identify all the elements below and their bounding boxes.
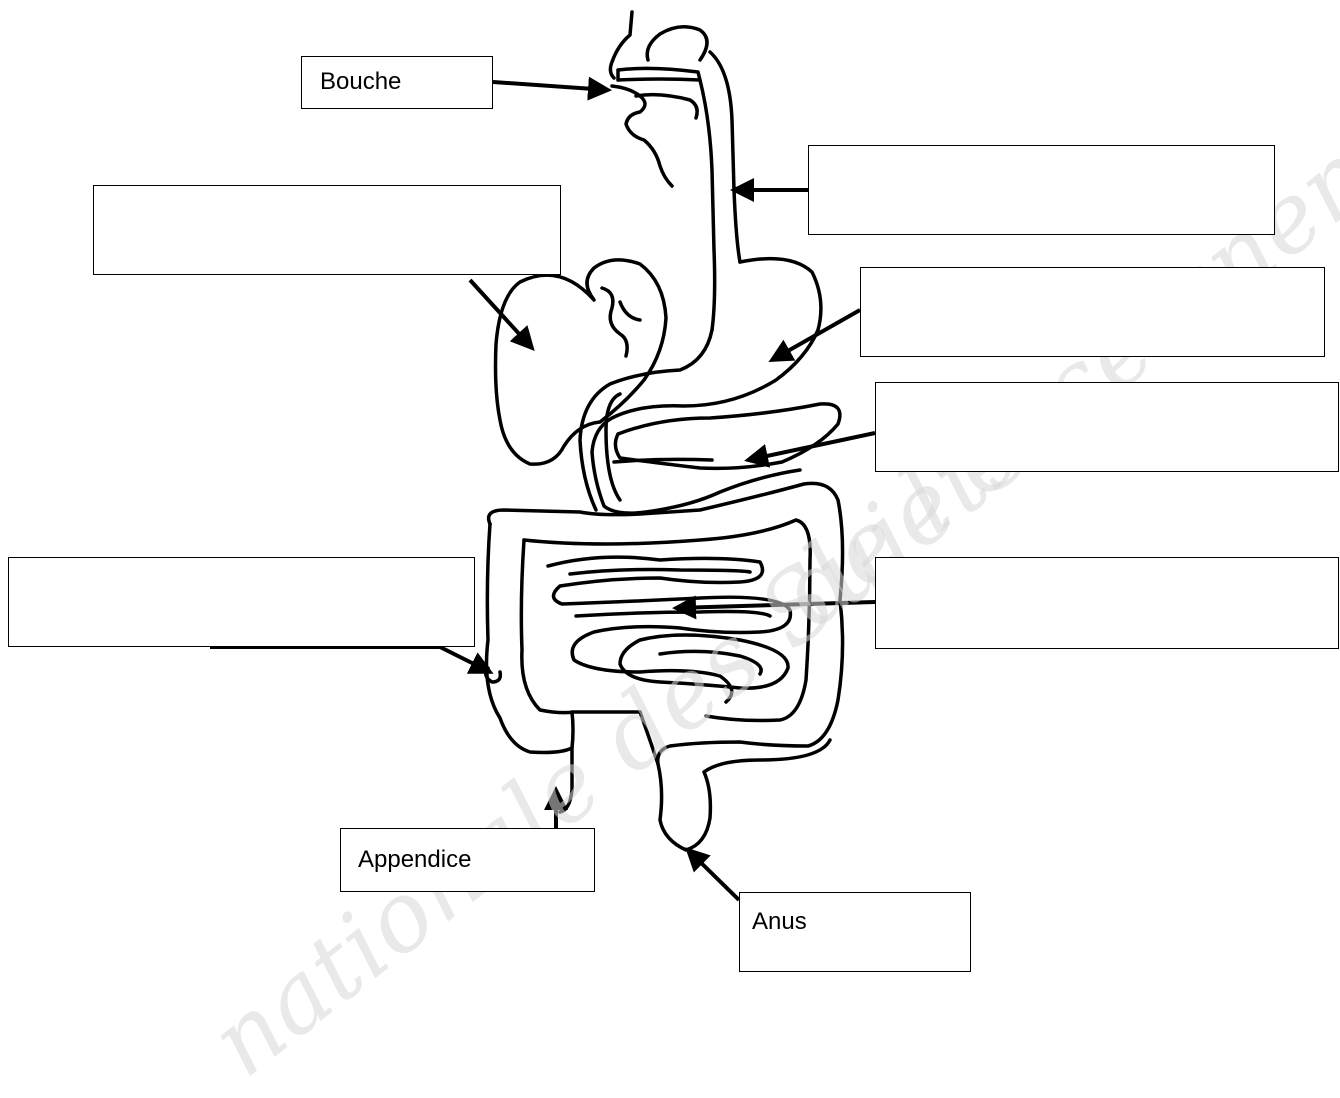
label-box-estomac[interactable]: [860, 267, 1325, 357]
label-anus: Anus: [752, 908, 807, 936]
label-box-intestin-grele[interactable]: [875, 557, 1339, 649]
arrow-bouche: [493, 82, 608, 90]
large-intestine-inner: [524, 520, 810, 721]
arrow-gros-intestin: [210, 647, 490, 672]
label-box-pancreas[interactable]: [875, 382, 1339, 472]
oral-cavity: [612, 86, 672, 186]
arrow-estomac: [772, 310, 860, 360]
pharynx-back: [647, 27, 707, 60]
arrow-anus: [688, 850, 739, 900]
label-box-foie[interactable]: [93, 185, 561, 275]
small-intestine-3: [576, 612, 770, 617]
stomach: [592, 259, 821, 513]
rectum: [640, 712, 658, 764]
arrow-foie: [470, 280, 532, 348]
label-bouche: Bouche: [320, 68, 401, 96]
label-appendice: Appendice: [358, 846, 471, 874]
small-intestine-4: [620, 635, 788, 688]
label-box-oesophage[interactable]: [808, 145, 1275, 235]
bile-duct: [620, 302, 640, 320]
small-intestine-1: [548, 557, 790, 702]
label-box-gros-intestin[interactable]: [8, 557, 475, 647]
upper-lip: [618, 68, 700, 80]
arrow-pancreas: [748, 433, 875, 460]
oesophagus-left: [700, 80, 715, 330]
pancreas-duct: [614, 459, 712, 462]
caecum: [560, 748, 572, 812]
small-intestine-2: [570, 570, 750, 575]
ascending-colon: [487, 524, 574, 753]
gallbladder: [602, 288, 627, 356]
